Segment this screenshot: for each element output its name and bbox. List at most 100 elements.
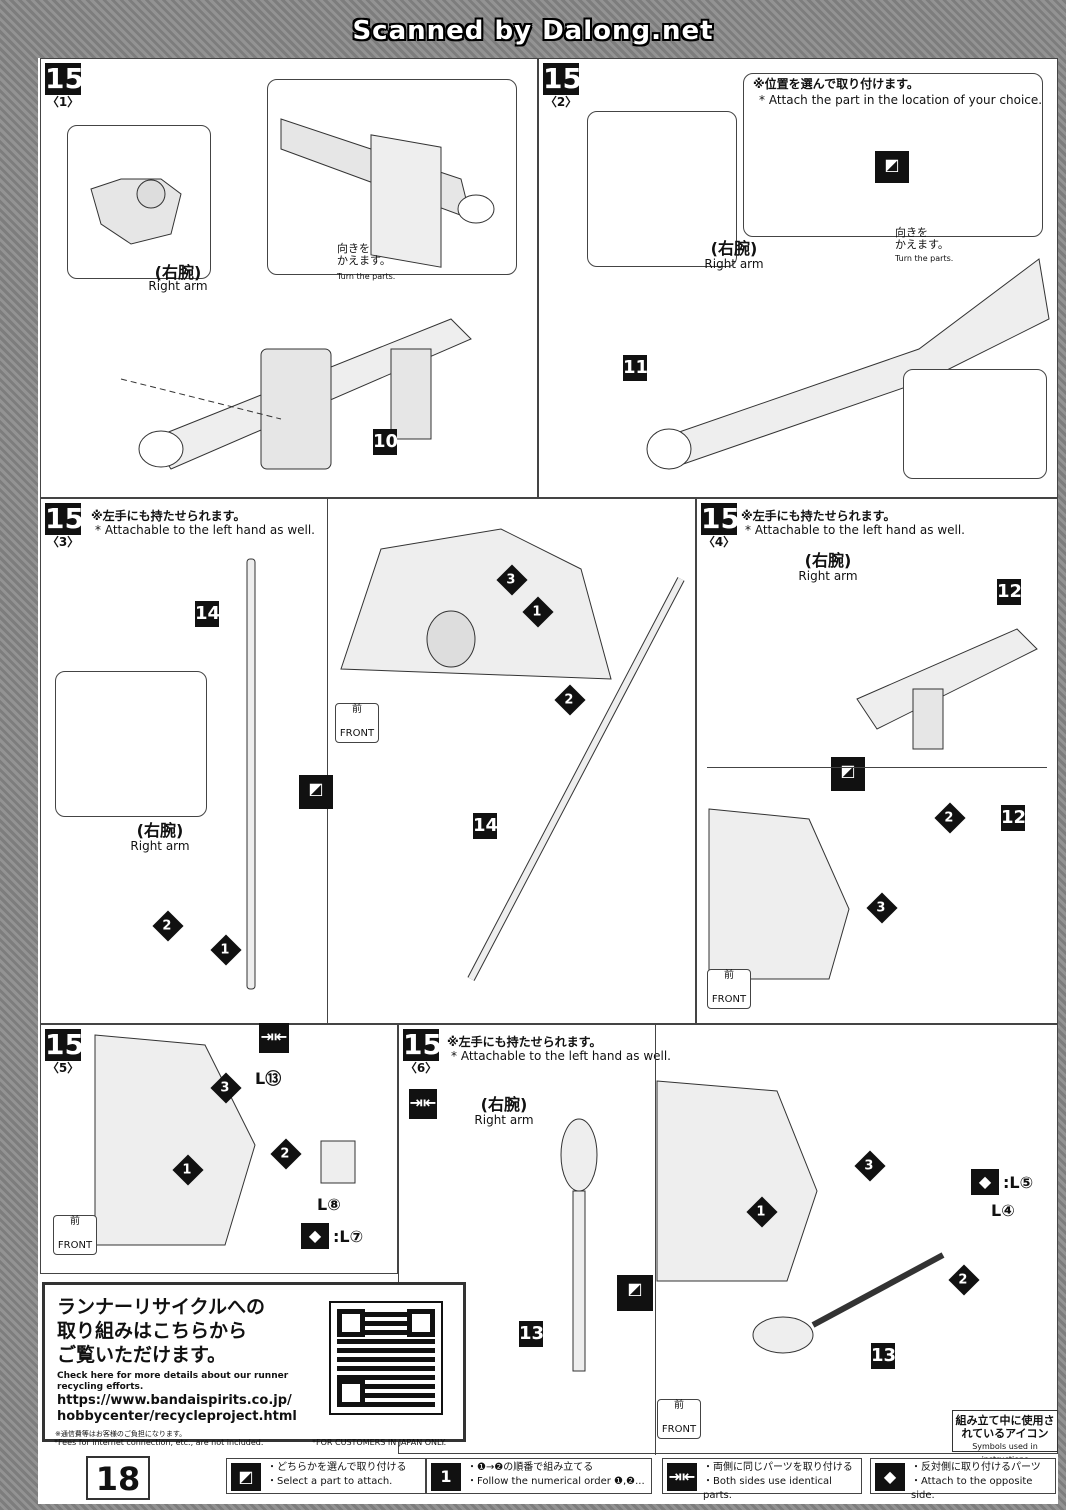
robot-shoulder-illustration [656, 1080, 818, 1282]
bazooka-illustration [646, 258, 1050, 470]
symbols-legend-title: 組み立て中に使用されているアイコン Symbols used in instru… [952, 1410, 1058, 1464]
panel-divider [707, 767, 1047, 768]
part-number-12-a: 12 [997, 579, 1022, 605]
robot-shoulder-illustration [94, 1034, 256, 1246]
runner-label-l8: L⑧ [317, 1195, 341, 1214]
recycle-url-line1[interactable]: https://www.bandaispirits.co.jp/ [57, 1393, 292, 1408]
fee-note-en: *Fees for internet connection, etc., are… [54, 1438, 264, 1447]
step-order-2: 2 [934, 802, 966, 834]
legend-opposite-side: ◆ ・反対側に取り付けるパーツ・Attach to the opposite s… [870, 1458, 1056, 1501]
legend-both-sides: ⇥⇤ ・両側に同じパーツを取り付ける・Both sides use identi… [662, 1458, 862, 1501]
page-number: 18 [86, 1456, 150, 1500]
step-order-2: 2 [152, 910, 184, 942]
panel-divider [327, 499, 328, 1025]
part-number-14-a: 14 [195, 601, 220, 627]
front-badge: 前 FRONT [707, 969, 751, 1009]
legend-select-part: ◩ ・どちらかを選んで取り付ける・Select a part to attach… [226, 1458, 426, 1494]
choice-note-jp: ※位置を選んで取り付けます。 [753, 77, 919, 91]
hand-detail-inset [67, 125, 211, 279]
scanned-by-watermark: Scanned by Dalong.net [352, 16, 714, 46]
qr-code[interactable] [329, 1301, 443, 1415]
right-arm-label-jp: (右腕) [136, 821, 184, 840]
left-hand-note-jp: ※左手にも持たせられます。 [741, 509, 896, 523]
opposite-side-icon: ◆ [971, 1169, 999, 1195]
both-sides-icon: ⇥⇤ [667, 1463, 697, 1491]
recycle-url-line2[interactable]: hobbycenter/recycleproject.html [57, 1409, 297, 1424]
legend-numerical-order: 1 ・❶→❷の順番で組み立てる・Follow the numerical ord… [426, 1458, 652, 1494]
panel-divider [655, 1025, 656, 1455]
step-number: 15 〈3〉 [45, 502, 84, 549]
rod-illustration-diagonal [467, 577, 685, 981]
hand-detail-inset [55, 671, 207, 817]
japan-only-note: *FOR CUSTOMERS IN JAPAN ONLY. [312, 1438, 447, 1447]
right-arm-label-en: Right arm [474, 1113, 534, 1127]
runner-label-l13: L⑬ [255, 1069, 282, 1088]
step-number: 15 〈1〉 [45, 62, 84, 109]
panel-step-15-3: 15 〈3〉 ※左手にも持たせられます。 * Attachable to the… [40, 498, 696, 1025]
hand-illustration [90, 178, 182, 245]
right-arm-label-en: Right arm [704, 257, 764, 271]
right-arm-label-en: Right arm [148, 279, 208, 293]
part-number-13-a: 13 [519, 1321, 544, 1347]
select-part-icon: ◩ [299, 775, 333, 809]
turn-parts-label-en: Turn the parts. [895, 254, 954, 263]
right-arm-label-en: Right arm [130, 839, 190, 853]
left-hand-note-en: * Attachable to the left hand as well. [451, 1049, 671, 1063]
robot-shoulder-illustration [708, 808, 850, 980]
front-badge: 前 FRONT [335, 703, 379, 743]
heat-hawk-illustration-diagonal [752, 1252, 945, 1354]
turn-parts-label-en: Turn the parts. [337, 272, 396, 281]
step-number: 15 〈4〉 [701, 502, 740, 549]
recycle-jp-line1: ランナーリサイクルへの [57, 1296, 266, 1318]
part-number-13-b: 13 [871, 1343, 896, 1369]
right-arm-label-jp: (右腕) [804, 551, 852, 570]
select-part-icon: ◩ [875, 151, 909, 183]
left-hand-note-jp: ※左手にも持たせられます。 [91, 509, 246, 523]
both-sides-icon: ⇥⇤ [409, 1089, 437, 1119]
step-number: 15 〈6〉 [403, 1028, 442, 1075]
recycle-en-text: Check here for more details about our ru… [57, 1371, 289, 1392]
opposite-side-icon: ◆ [301, 1223, 329, 1249]
step-number: 15 〈2〉 [543, 62, 582, 109]
choice-note-en: * Attach the part in the location of you… [759, 93, 1043, 107]
part-number-10: 10 [373, 429, 398, 455]
hand-detail-inset [587, 111, 737, 267]
numerical-order-icon: 1 [431, 1463, 461, 1491]
front-badge: 前 FRONT [657, 1399, 701, 1439]
panel-step-15-4: 15 〈4〉 ※左手にも持たせられます。 * Attachable to the… [696, 498, 1058, 1024]
runner-label-l5: :L⑤ [1003, 1173, 1034, 1192]
runner-label-l4: L④ [991, 1201, 1015, 1220]
select-part-icon: ◩ [617, 1275, 653, 1311]
robot-shoulder-illustration [340, 528, 612, 680]
opposite-side-icon: ◆ [875, 1463, 905, 1491]
select-part-icon: ◩ [231, 1463, 261, 1491]
panel-step-15-1: 15 〈1〉 (右腕) Right arm 向きを かえます。 Turn the… [40, 58, 538, 498]
runner-label-l7: :L⑦ [333, 1227, 364, 1246]
both-sides-icon: ⇥⇤ [259, 1023, 289, 1053]
select-part-icon: ◩ [831, 757, 865, 791]
right-arm-label-jp: (右腕) [480, 1095, 528, 1114]
machine-gun-illustration [856, 628, 1038, 750]
panel-step-15-2: 15 〈2〉 ※位置を選んで取り付けます。 * Attach the part … [538, 58, 1058, 498]
step-order-3: 3 [866, 892, 898, 924]
panel-step-15-5: 15 〈5〉 3 2 1 ⇥⇤ L⑬ L⑧ ◆ :L⑦ 前 FRONT [40, 1023, 398, 1274]
grip-detail-inset [903, 369, 1047, 479]
step-order-1: 1 [210, 934, 242, 966]
recycle-info-box: ランナーリサイクルへの 取り組みはこちらから ご覧いただけます。 Check h… [42, 1282, 466, 1442]
bazooka-top-illustration [280, 118, 495, 268]
right-arm-label-jp: (右腕) [710, 239, 758, 258]
recycle-jp-line3: ご覧いただけます。 [57, 1344, 227, 1366]
part-number-12-b: 12 [1001, 805, 1026, 831]
right-arm-label-en: Right arm [798, 569, 858, 583]
step-order-2: 2 [270, 1138, 302, 1170]
step-order-3: 3 [854, 1150, 886, 1182]
heat-hawk-illustration-vertical [560, 1118, 598, 1372]
ammo-clip-illustration [320, 1140, 356, 1184]
recycle-jp-line2: 取り組みはこちらから [57, 1320, 248, 1342]
turn-parts-label-jp: 向きを かえます。 [337, 242, 391, 267]
left-hand-note-en: * Attachable to the left hand as well. [745, 523, 965, 537]
panel-step-15-6: 15 〈6〉 ※左手にも持たせられます。 * Attachable to the… [398, 1024, 1058, 1455]
turn-parts-label-jp: 向きを かえます。 [895, 226, 949, 251]
fee-note-jp: ※通信費等はお客様のご負担になります。 [55, 1430, 187, 1438]
step-number: 15 〈5〉 [45, 1028, 84, 1075]
